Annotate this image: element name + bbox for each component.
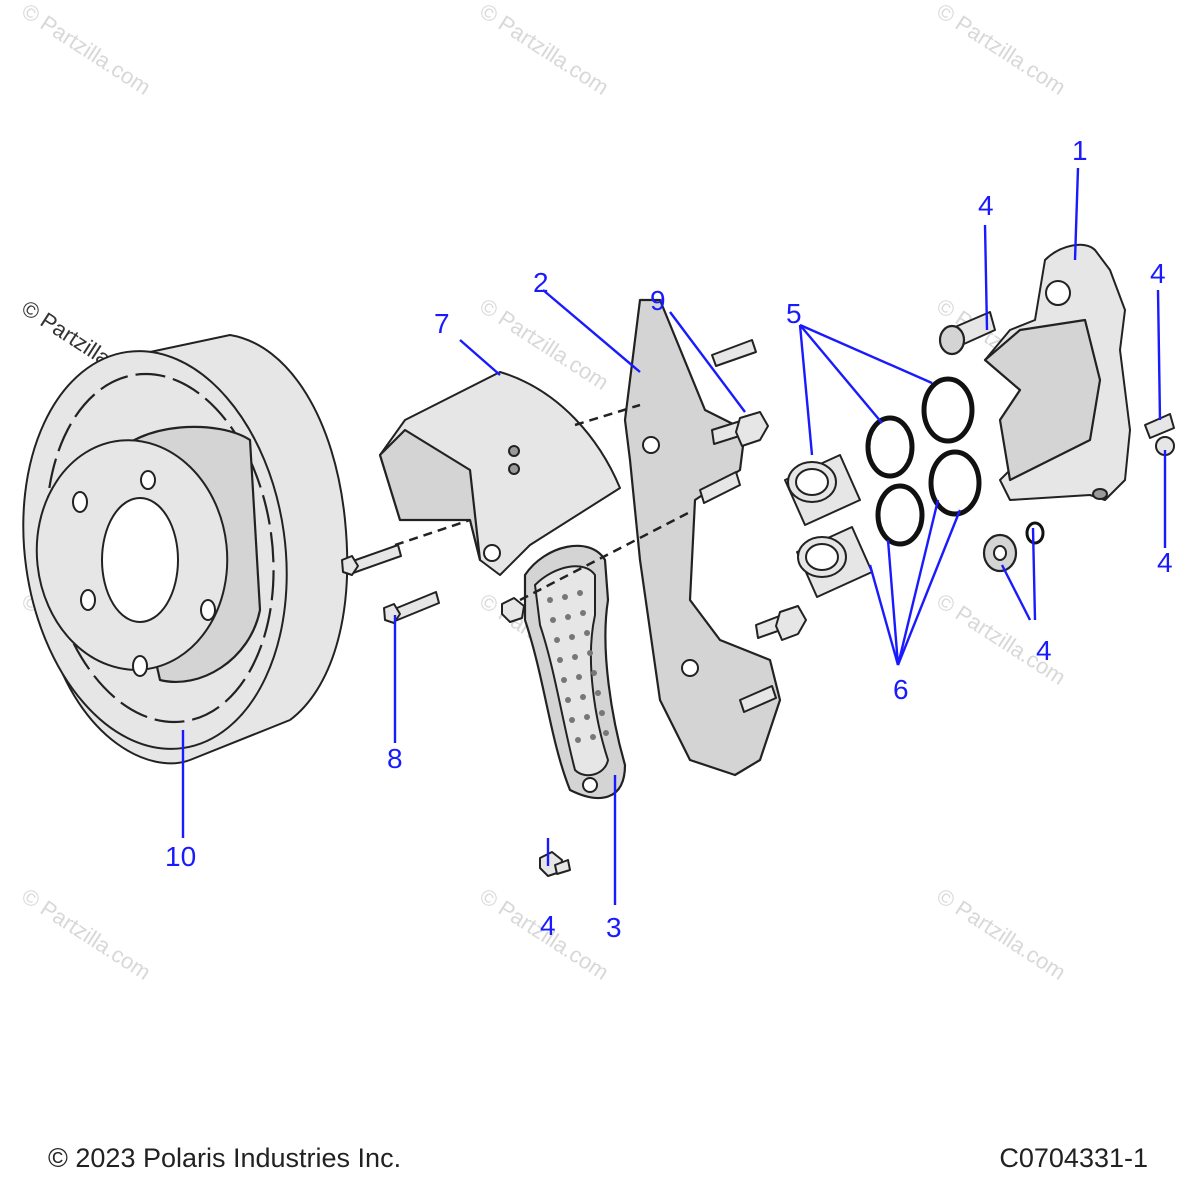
callout-6: 6 — [893, 674, 909, 705]
fasteners — [501, 311, 1175, 877]
callout-4: 4 — [540, 910, 556, 941]
callout-4: 4 — [1150, 258, 1166, 289]
caliper-body — [983, 243, 1131, 501]
callout-labels: 1 4 4 4 4 4 2 9 7 5 6 8 3 10 — [165, 135, 1173, 943]
drawing-number: C0704331-1 — [999, 1143, 1148, 1173]
piston-seals — [865, 376, 982, 547]
copyright-notice: © 2023 Polaris Industries Inc. — [48, 1143, 402, 1173]
watermark: © Partzilla.com — [932, 0, 1070, 100]
watermark: © Partzilla.com — [475, 0, 613, 100]
callout-4: 4 — [1157, 547, 1173, 578]
alignment-line — [519, 510, 691, 602]
bracket-bolts — [711, 411, 807, 641]
callout-4: 4 — [978, 190, 994, 221]
callout-8: 8 — [387, 743, 403, 774]
callout-5: 5 — [786, 298, 802, 329]
callout-3: 3 — [606, 912, 622, 943]
callout-10: 10 — [165, 841, 196, 872]
alignment-line — [574, 403, 641, 427]
alignment-line — [394, 518, 471, 547]
callout-2: 2 — [533, 267, 549, 298]
leader-lines — [181, 167, 1167, 905]
callout-7: 7 — [434, 308, 450, 339]
caliper-bracket — [623, 298, 782, 777]
callout-9: 9 — [650, 285, 666, 316]
callout-4: 4 — [1036, 635, 1052, 666]
watermark: © Partzilla.com — [932, 883, 1070, 985]
brake-rotor — [22, 334, 349, 765]
mounting-bolts — [341, 544, 440, 624]
brake-shield — [378, 371, 621, 576]
watermark: © Partzilla.com — [17, 883, 155, 985]
brake-pads — [523, 544, 627, 799]
callout-1: 1 — [1072, 135, 1088, 166]
watermark: © Partzilla.com — [17, 0, 155, 100]
pistons — [784, 454, 873, 598]
